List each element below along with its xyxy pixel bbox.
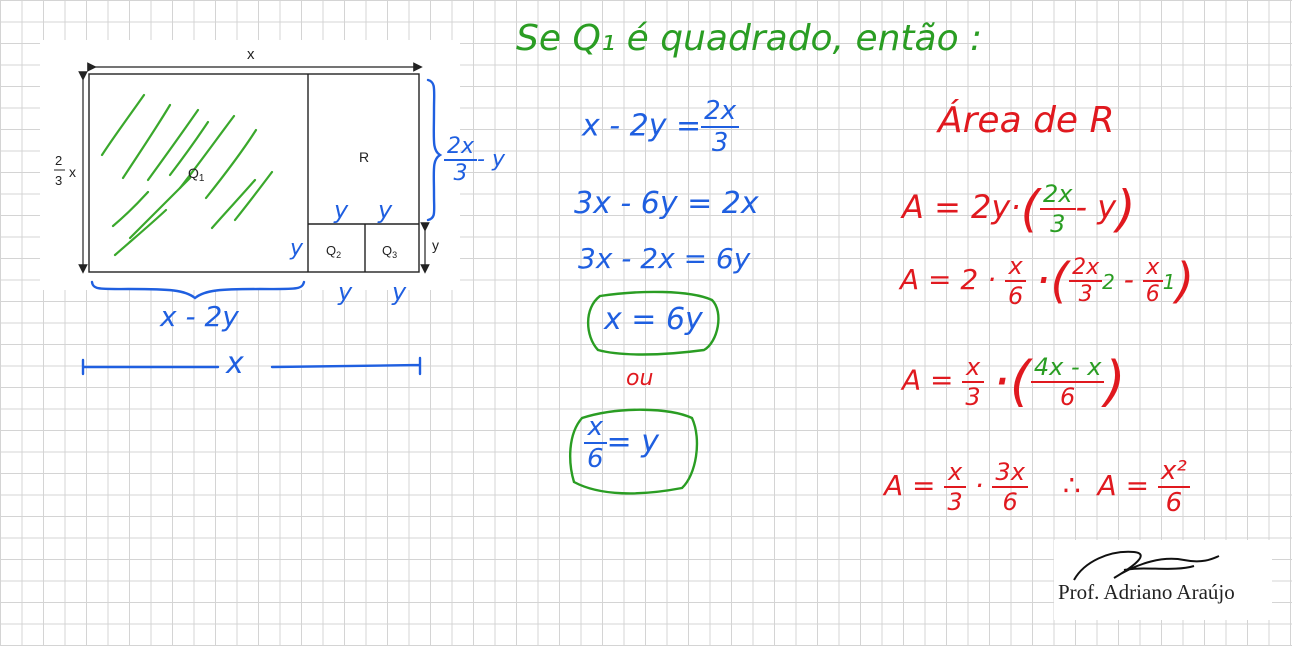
bottom-brace <box>90 280 306 300</box>
top-x-label: x <box>247 46 255 63</box>
left-x-label: x <box>69 164 76 180</box>
bottom-width-label: x - 2y <box>160 300 239 333</box>
y-left-small: y <box>290 236 304 261</box>
circle-equation-5 <box>569 408 699 495</box>
rectangle-diagram: x 2 3 x Q1 R Q2 Q3 y <box>40 40 460 290</box>
signature-block: Prof. Adriano Araújo <box>1054 540 1272 620</box>
q1-label: Q1 <box>188 165 205 184</box>
bottom-total-label: x <box>226 346 244 381</box>
right-brace <box>426 78 443 222</box>
left-frac-den: 3 <box>55 173 62 188</box>
y-top-1: y <box>334 196 349 224</box>
outer-rectangle <box>88 73 420 273</box>
q2-label: Q2 <box>326 243 341 260</box>
r-label: R <box>359 149 369 165</box>
equation-3: 3x - 2x = 6y <box>578 242 751 275</box>
y-top-2: y <box>378 196 393 224</box>
signature-scribble <box>1073 550 1220 581</box>
or-label: ou <box>626 366 654 391</box>
signature-name: Prof. Adriano Araújo <box>1058 580 1235 604</box>
total-width-line <box>81 356 422 376</box>
y-bottom-2: y <box>392 278 407 306</box>
area-title: Área de R <box>938 100 1115 141</box>
equation-4: x = 6y <box>604 302 703 337</box>
left-frac-num: 2 <box>55 153 62 168</box>
y-bottom-1: y <box>338 278 353 306</box>
q3-label: Q3 <box>382 243 397 260</box>
circle-equation-4 <box>587 290 720 356</box>
right-y-label: y <box>432 237 439 253</box>
q1-hatching <box>100 93 274 257</box>
equation-2: 3x - 6y = 2x <box>574 186 759 221</box>
page-title: Se Q₁ é quadrado, então : <box>516 18 983 59</box>
